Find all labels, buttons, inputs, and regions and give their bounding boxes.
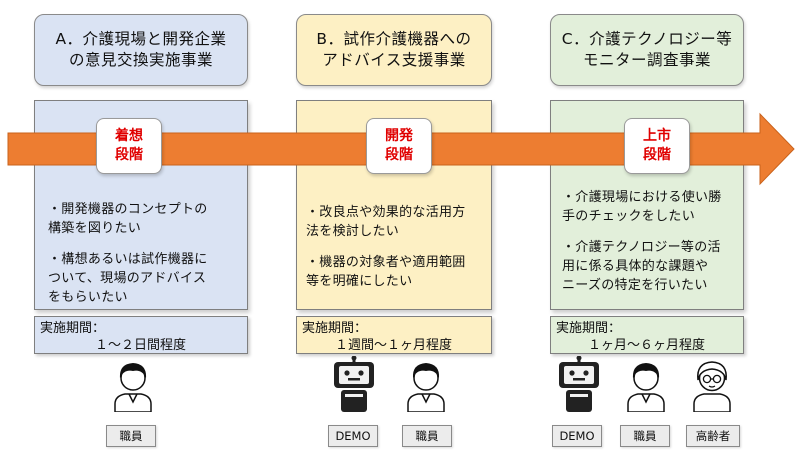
period-label: 実施期間： xyxy=(556,321,622,336)
robot-icon xyxy=(559,356,599,412)
role-label-staff: 職員 xyxy=(620,425,670,447)
bullet-item: ・構想あるいは試作機器に ついて、現場のアドバイス をもらいたい xyxy=(48,252,208,305)
robot-icon xyxy=(334,356,374,412)
bullets-col-b: ・改良点や効果的な活用方 法を検討したい ・機器の対象者や適用範囲 等を明確にし… xyxy=(306,203,490,303)
stage-badge-development: 開発 段階 xyxy=(366,118,432,174)
stage-line: 段階 xyxy=(643,147,671,163)
bullet-item: ・機器の対象者や適用範囲 等を明確にしたい xyxy=(306,255,466,289)
stage-line: 段階 xyxy=(115,147,143,163)
header-col-c-line1: C．介護テクノロジー等 xyxy=(561,30,733,48)
period-col-c: 実施期間： １ヶ月～６ヶ月程度 xyxy=(550,316,744,354)
bullet-item: ・介護テクノロジー等の活 用に係る具体的な課題や ニーズの特定を行いたい xyxy=(562,240,721,293)
role-label-demo: DEMO xyxy=(328,425,378,447)
role-label-staff: 職員 xyxy=(402,425,452,447)
stage-line: 着想 xyxy=(115,128,143,144)
elderly-person-icon xyxy=(693,361,731,412)
header-col-a: A．介護現場と開発企業 の意見交換実施事業 xyxy=(34,14,248,86)
period-value: １週間～１ヶ月程度 xyxy=(334,338,452,353)
bullets-col-a: ・開発機器のコンセプトの 構築を図りたい ・構想あるいは試作機器に ついて、現場… xyxy=(48,200,244,319)
stage-line: 段階 xyxy=(385,147,413,163)
period-label: 実施期間： xyxy=(302,321,368,336)
bullet-item: ・開発機器のコンセプトの 構築を図りたい xyxy=(48,202,208,236)
header-col-a-line1: A．介護現場と開発企業 xyxy=(55,30,227,48)
period-label: 実施期間： xyxy=(40,321,106,336)
header-col-b-line1: B．試作介護機器への xyxy=(316,30,472,48)
bullet-item: ・改良点や効果的な活用方 法を検討したい xyxy=(306,205,466,239)
bullet-item: ・介護現場における使い勝 手のチェックをしたい xyxy=(562,190,722,224)
period-value: １～２日間程度 xyxy=(94,338,186,353)
header-col-b-line2: アドバイス支援事業 xyxy=(322,51,466,69)
stage-badge-ideation: 着想 段階 xyxy=(96,118,162,174)
period-col-b: 実施期間： １週間～１ヶ月程度 xyxy=(296,316,492,354)
staff-person-icon xyxy=(407,363,445,412)
period-col-a: 実施期間： １～２日間程度 xyxy=(34,316,248,354)
period-value: １ヶ月～６ヶ月程度 xyxy=(587,338,705,353)
stage-line: 上市 xyxy=(643,128,671,144)
staff-person-icon xyxy=(114,363,152,412)
header-col-c: C．介護テクノロジー等 モニター調査事業 xyxy=(550,14,744,86)
staff-person-icon xyxy=(627,363,665,412)
role-label-elderly: 高齢者 xyxy=(686,425,740,447)
header-col-a-line2: の意見交換実施事業 xyxy=(68,51,213,69)
header-col-c-line2: モニター調査事業 xyxy=(582,51,711,69)
role-label-staff: 職員 xyxy=(106,425,156,447)
role-label-demo: DEMO xyxy=(552,425,602,447)
stage-line: 開発 xyxy=(385,128,413,144)
stage-badge-market: 上市 段階 xyxy=(624,118,690,174)
header-col-b: B．試作介護機器への アドバイス支援事業 xyxy=(296,14,492,86)
bullets-col-c: ・介護現場における使い勝 手のチェックをしたい ・介護テクノロジー等の活 用に係… xyxy=(562,188,742,307)
